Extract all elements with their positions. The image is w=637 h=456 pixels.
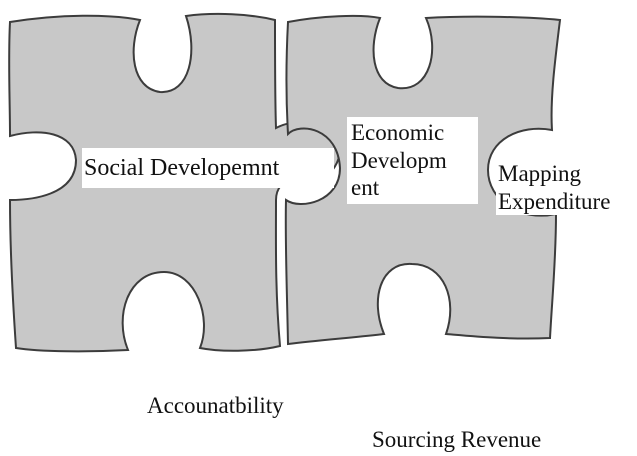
mapping-line-1: Mapping: [498, 161, 582, 186]
economic-development-label: Economic Developm ent: [347, 117, 478, 204]
accountability-label: Accounatbility: [147, 393, 284, 418]
economic-line-2: Developm: [351, 147, 447, 173]
mapping-line-2: Expenditure: [498, 188, 611, 214]
economic-line-1: Economic: [351, 120, 445, 145]
sourcing-revenue-label: Sourcing Revenue: [372, 427, 542, 452]
social-development-label: Social Developemnt: [82, 148, 334, 188]
economic-line-3: ent: [351, 175, 380, 201]
mapping-expenditure-label: Mapping Expenditure: [496, 160, 637, 216]
